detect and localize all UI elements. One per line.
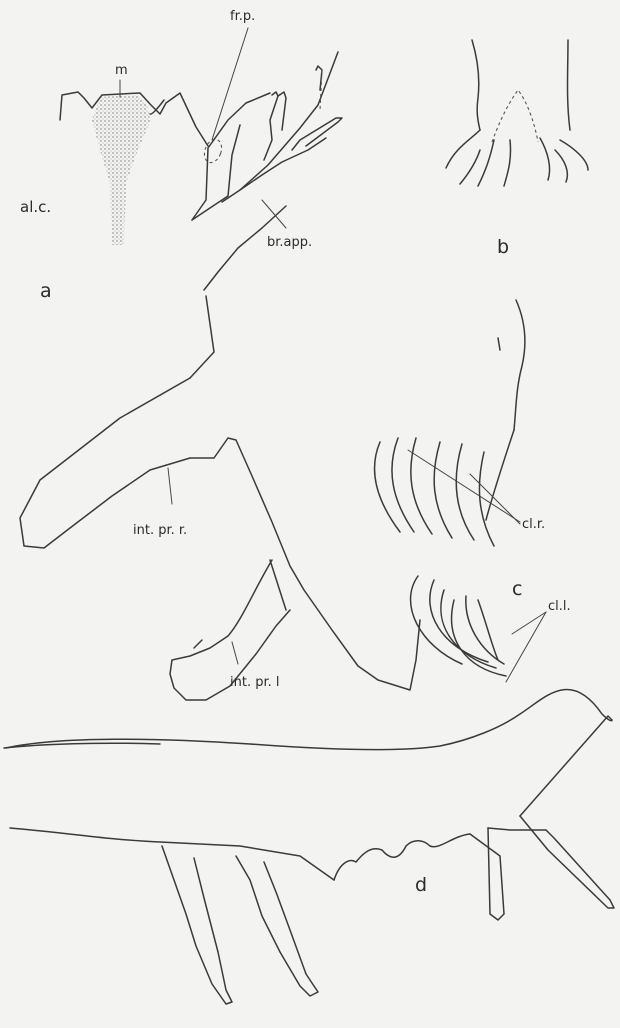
panel-d-drawing	[4, 690, 614, 1004]
label-cl-r: cl.r.	[522, 518, 545, 531]
panel-c-drawing	[20, 296, 546, 700]
panel-label-d: d	[415, 876, 427, 895]
label-int-pr-r: int. pr. r.	[133, 524, 187, 537]
label-al-c: al.c.	[20, 200, 51, 215]
label-fr-p: fr.p.	[230, 10, 255, 23]
label-cl-l: cl.l.	[548, 600, 571, 613]
panel-b-drawing	[446, 40, 588, 186]
label-int-pr-l: int. pr. l	[230, 676, 280, 689]
label-br-app: br.app.	[267, 236, 312, 249]
panel-label-c: c	[512, 580, 522, 599]
label-m: m	[115, 64, 128, 77]
panel-label-b: b	[497, 238, 509, 257]
mouth-stipple	[92, 95, 150, 245]
panel-label-a: a	[40, 282, 52, 301]
panel-a-drawing	[60, 28, 342, 290]
